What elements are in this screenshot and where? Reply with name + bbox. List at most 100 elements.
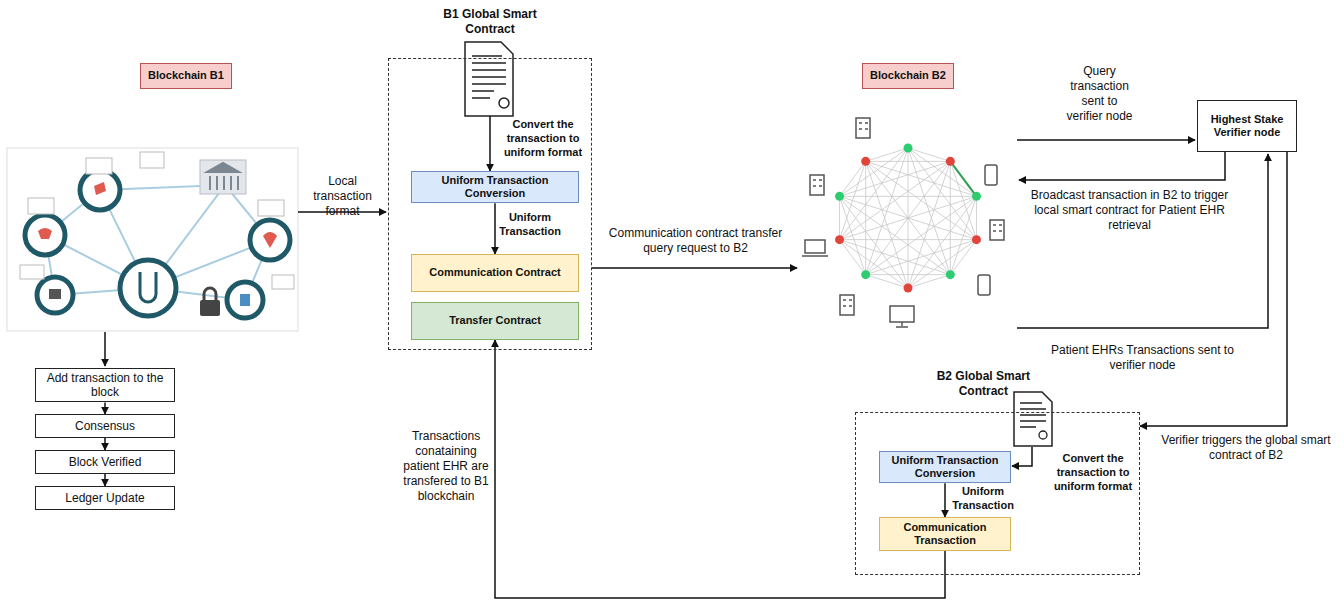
decor-rect (978, 275, 990, 295)
process-box: Uniform Transaction Conversion (411, 171, 579, 203)
decor-path (592, 267, 797, 269)
box-text: Communication Transaction (880, 521, 1010, 547)
decor-path (1017, 139, 1195, 141)
annotation-label: Query transaction sent to verifier node (1062, 64, 1137, 124)
box-text: Block Verified (65, 455, 146, 469)
decor-path (207, 163, 239, 190)
decor-line (866, 161, 951, 274)
decor-circle (499, 98, 509, 108)
step-box: Ledger Update (35, 486, 175, 510)
box-text: Consensus (71, 419, 139, 433)
decor-path (896, 322, 908, 327)
decor-line (840, 196, 977, 197)
connector-arrow (104, 438, 106, 450)
decor-rect (990, 220, 1004, 240)
decor-rect (20, 265, 44, 279)
box-text: Add transaction to the block (36, 371, 174, 400)
edge-label: Uniform Transaction (949, 484, 1017, 514)
decor-path (1014, 392, 1052, 446)
decor-circle (904, 284, 913, 293)
verifier-box: Highest Stake Verifier node (1197, 100, 1297, 152)
decor-path (1020, 403, 1046, 427)
decor-circle (80, 170, 120, 210)
edge-label: Verifier triggers the global smart contr… (1148, 432, 1344, 464)
connector-arrow (495, 340, 945, 598)
decor-circle (1039, 431, 1047, 439)
decor-line (908, 148, 950, 161)
decor-line (866, 161, 977, 196)
edge-label: Uniform Transaction (497, 210, 563, 240)
decor-path (1012, 447, 1032, 466)
box-text: Uniform Transaction Conversion (412, 174, 578, 200)
decor-path (843, 300, 852, 306)
decor-circle (25, 215, 65, 255)
decor-rect (985, 165, 997, 185)
group-heading: B1 Global Smart Contract (431, 7, 549, 37)
decor-rect (240, 294, 250, 306)
decor-path (813, 180, 822, 186)
decor-line (950, 161, 976, 196)
decor-path (94, 182, 106, 195)
decor-circle (227, 282, 263, 318)
connector-arrow (494, 203, 496, 254)
box-text: Uniform Transaction Conversion (880, 454, 1010, 480)
annotation-label: Communication contract transfer query re… (598, 226, 793, 256)
b1-contract-document (465, 42, 513, 116)
decor-rect (49, 289, 61, 299)
decor-rect (890, 306, 914, 322)
decor-rect (140, 152, 164, 168)
box-text: Communication Contract (425, 266, 564, 279)
decor-circle (835, 235, 844, 244)
decor-path (38, 228, 52, 239)
process-box: Communication Contract (411, 254, 579, 292)
decor-circle (904, 144, 913, 153)
contract-group: B1 Global Smart ContractUniform Transact… (388, 58, 592, 350)
decor-circle (835, 192, 844, 201)
decor-line (840, 239, 977, 240)
annotation-label: Patient EHRs Transactions sent to verifi… (1040, 343, 1245, 373)
box-text: Highest Stake Verifier node (1198, 113, 1296, 139)
decor-circle (120, 260, 176, 316)
chain-tag: Blockchain B1 (140, 63, 232, 89)
edge-label: Transactions conataining patient EHR are… (398, 428, 494, 505)
process-box: Transfer Contract (411, 302, 579, 340)
annotation-label: Convert the transaction to uniform forma… (497, 118, 589, 159)
group-heading: B2 Global Smart Contract (924, 369, 1042, 399)
decor-path (140, 272, 156, 302)
decor-rect (258, 200, 284, 216)
box-text: Blockchain B2 (866, 69, 950, 82)
decor-rect (810, 175, 824, 195)
annotation-label: Convert the transaction to uniform forma… (1050, 452, 1136, 493)
decor-line (950, 240, 976, 275)
decor-rect (200, 300, 220, 316)
decor-circle (861, 270, 870, 279)
b2-contract-document (1014, 392, 1052, 446)
decor-g (25, 170, 290, 318)
decor-path (993, 225, 1002, 231)
decor-circle (946, 157, 955, 166)
decor-line (866, 275, 908, 288)
chain-tag: Blockchain B2 (862, 63, 954, 89)
decor-path (104, 332, 106, 366)
b1-network-illustration (7, 148, 298, 331)
decor-line (866, 161, 908, 288)
annotation-label: Broadcast transaction in B2 to trigger l… (1022, 188, 1237, 233)
decor-line (866, 161, 951, 274)
decor-line (840, 161, 866, 239)
annotation-label: Local transaction format (300, 174, 385, 219)
process-box: Uniform Transaction Conversion (879, 451, 1011, 483)
decor-circle (946, 270, 955, 279)
decor-path (859, 123, 868, 129)
box-text: Transfer Contract (445, 314, 545, 327)
step-box: Add transaction to the block (35, 368, 175, 403)
b2-network-illustration (835, 144, 981, 293)
decor-path (802, 255, 828, 257)
decor-rect (840, 295, 854, 315)
decor-line (908, 275, 950, 288)
decor-line (840, 196, 866, 274)
decor-circle (861, 157, 870, 166)
decor-line (866, 161, 951, 162)
decor-circle (972, 235, 981, 244)
decor-line (840, 240, 866, 275)
